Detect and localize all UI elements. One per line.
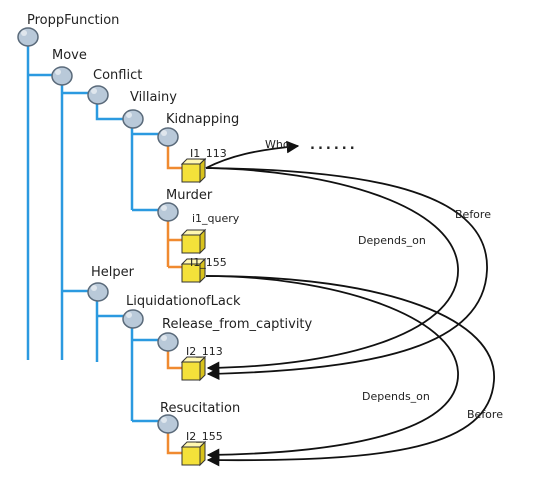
label-move: Move (52, 48, 87, 63)
node-conflict[interactable] (87, 85, 109, 105)
line-conflict-to-villainy (95, 100, 130, 121)
cube-i2-155[interactable] (180, 440, 207, 467)
node-release-from-captivity[interactable] (157, 332, 179, 352)
node-helper[interactable] (87, 282, 109, 302)
label-i1-155: I1_155 (190, 256, 227, 269)
label-liquidation-of-lack: LiquidationofLack (126, 294, 241, 309)
cube-i2-113[interactable] (180, 355, 207, 382)
label-propp-function: ProppFunction (27, 13, 119, 28)
label-i2-113: I2_113 (186, 345, 223, 358)
class-nodes (17, 27, 179, 434)
label-depends-on-lower: Depends_on (362, 390, 430, 403)
cube-i1-113[interactable] (180, 157, 207, 184)
label-villainy: Villainy (130, 90, 177, 105)
label-who: Who (265, 138, 290, 151)
before-arrow-lower (205, 275, 495, 467)
node-highlights (21, 30, 167, 423)
label-depends-on-upper: Depends_on (358, 234, 426, 247)
instance-lines (166, 140, 186, 455)
label-kidnapping: Kidnapping (166, 112, 239, 127)
label-before-lower: Before (467, 408, 503, 421)
label-before-upper: Before (455, 208, 491, 221)
relation-labels: Who ...... Before Depends_on Depends_on … (265, 138, 503, 421)
cube-i1-query[interactable] (180, 228, 207, 255)
depends-on-arrow-lower (205, 275, 459, 462)
line-move-children (60, 82, 97, 360)
line-kidnapping-instance (166, 140, 186, 170)
node-resuscitation[interactable] (157, 414, 179, 434)
label-conflict: Conflict (93, 68, 142, 83)
node-propp-function[interactable] (17, 27, 39, 47)
instance-labels: I1_113 i1_query I1_155 I2_113 I2_155 (186, 147, 240, 443)
node-liquidation-of-lack[interactable] (122, 309, 144, 329)
label-i1-query: i1_query (192, 212, 240, 225)
who-arrow (205, 140, 300, 169)
label-i1-113: I1_113 (190, 147, 227, 160)
cube-i1-155[interactable] (180, 257, 207, 284)
label-helper: Helper (91, 265, 135, 280)
node-move[interactable] (51, 66, 73, 86)
before-arrow-upper (205, 167, 488, 381)
line-release-instance (166, 345, 186, 370)
node-villainy[interactable] (122, 109, 144, 129)
line-resuscitation-instance (166, 428, 186, 455)
instance-cubes (180, 157, 207, 467)
label-murder: Murder (166, 188, 213, 203)
relation-arrows (205, 140, 495, 467)
node-murder[interactable] (157, 202, 179, 222)
class-labels: ProppFunction Move Conflict Villainy Kid… (27, 13, 313, 416)
label-release-from-captivity: Release_from_captivity (162, 317, 313, 332)
label-dots: ...... (310, 138, 358, 153)
label-resuscitation: Resucitation (160, 401, 240, 416)
label-i2-155: I2_155 (186, 430, 223, 443)
line-root-to-move (26, 38, 60, 360)
node-kidnapping[interactable] (157, 127, 179, 147)
depends-on-arrow-upper (205, 167, 459, 375)
